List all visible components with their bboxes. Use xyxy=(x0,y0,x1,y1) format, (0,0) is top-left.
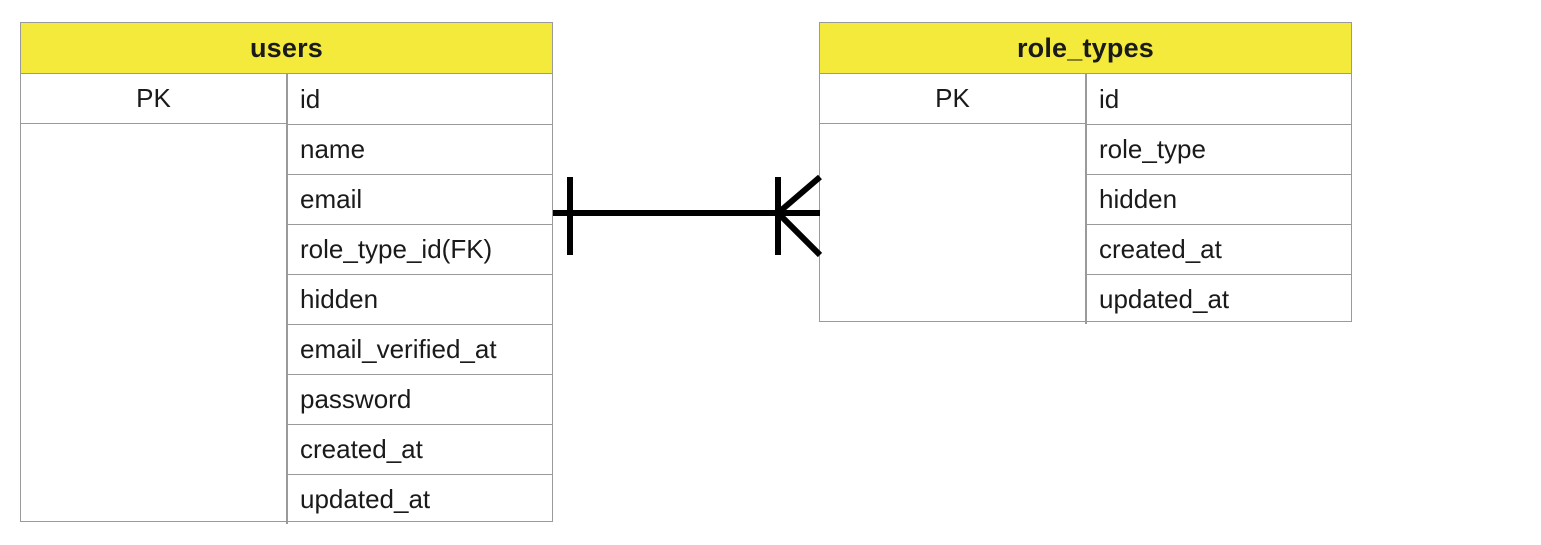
field-key xyxy=(21,374,286,424)
table-row[interactable]: role_type_id(FK) xyxy=(21,224,552,274)
table-row[interactable]: role_type xyxy=(820,124,1351,174)
field-name: email_verified_at xyxy=(286,324,552,374)
field-key: PK xyxy=(21,74,286,124)
field-key xyxy=(21,324,286,374)
field-name: hidden xyxy=(1085,174,1351,224)
field-name: id xyxy=(300,83,321,114)
field-key xyxy=(820,274,1085,324)
field-name: name xyxy=(286,124,552,174)
field-name: id xyxy=(1099,83,1120,114)
field-name: created_at xyxy=(286,424,552,474)
field-name: role_type_id(FK) xyxy=(286,224,552,274)
table-row[interactable]: updated_at xyxy=(21,474,552,524)
table-row[interactable]: PK id xyxy=(820,74,1351,124)
field-key xyxy=(820,174,1085,224)
table-row[interactable]: PK id xyxy=(21,74,552,124)
field-key: PK xyxy=(820,74,1085,124)
crow-foot-upper-prong xyxy=(776,174,822,216)
table-row[interactable]: created_at xyxy=(21,424,552,474)
relationship-connector-users-role-types[interactable] xyxy=(545,165,830,270)
entity-users-fields: PK id name email role_type_id(FK) hidden xyxy=(21,74,552,524)
table-row[interactable]: email_verified_at xyxy=(21,324,552,374)
table-row[interactable]: updated_at xyxy=(820,274,1351,324)
table-row[interactable]: email xyxy=(21,174,552,224)
entity-role-types-fields: PK id role_type hidden created_at update… xyxy=(820,74,1351,324)
field-key xyxy=(820,224,1085,274)
field-name: role_type xyxy=(1085,124,1351,174)
field-name: email xyxy=(286,174,552,224)
entity-role-types[interactable]: role_types PK id role_type hidden create… xyxy=(819,22,1352,324)
table-row[interactable]: name xyxy=(21,124,552,174)
field-key xyxy=(820,124,1085,174)
field-name: hidden xyxy=(286,274,552,324)
field-name: updated_at xyxy=(1085,274,1351,324)
table-row[interactable]: hidden xyxy=(21,274,552,324)
field-key xyxy=(21,274,286,324)
crow-foot-lower-prong xyxy=(775,210,823,258)
table-row[interactable]: password xyxy=(21,374,552,424)
field-name: updated_at xyxy=(286,474,552,524)
table-row[interactable]: created_at xyxy=(820,224,1351,274)
entity-users-title: users xyxy=(21,23,552,74)
field-name: created_at xyxy=(1085,224,1351,274)
entity-role-types-title: role_types xyxy=(820,23,1351,74)
table-row[interactable]: hidden xyxy=(820,174,1351,224)
entity-users[interactable]: users PK id name email role_type_id(FK) … xyxy=(20,22,553,524)
field-key xyxy=(21,124,286,174)
field-key xyxy=(21,224,286,274)
field-name: password xyxy=(286,374,552,424)
field-key xyxy=(21,424,286,474)
field-key xyxy=(21,474,286,524)
field-key xyxy=(21,174,286,224)
